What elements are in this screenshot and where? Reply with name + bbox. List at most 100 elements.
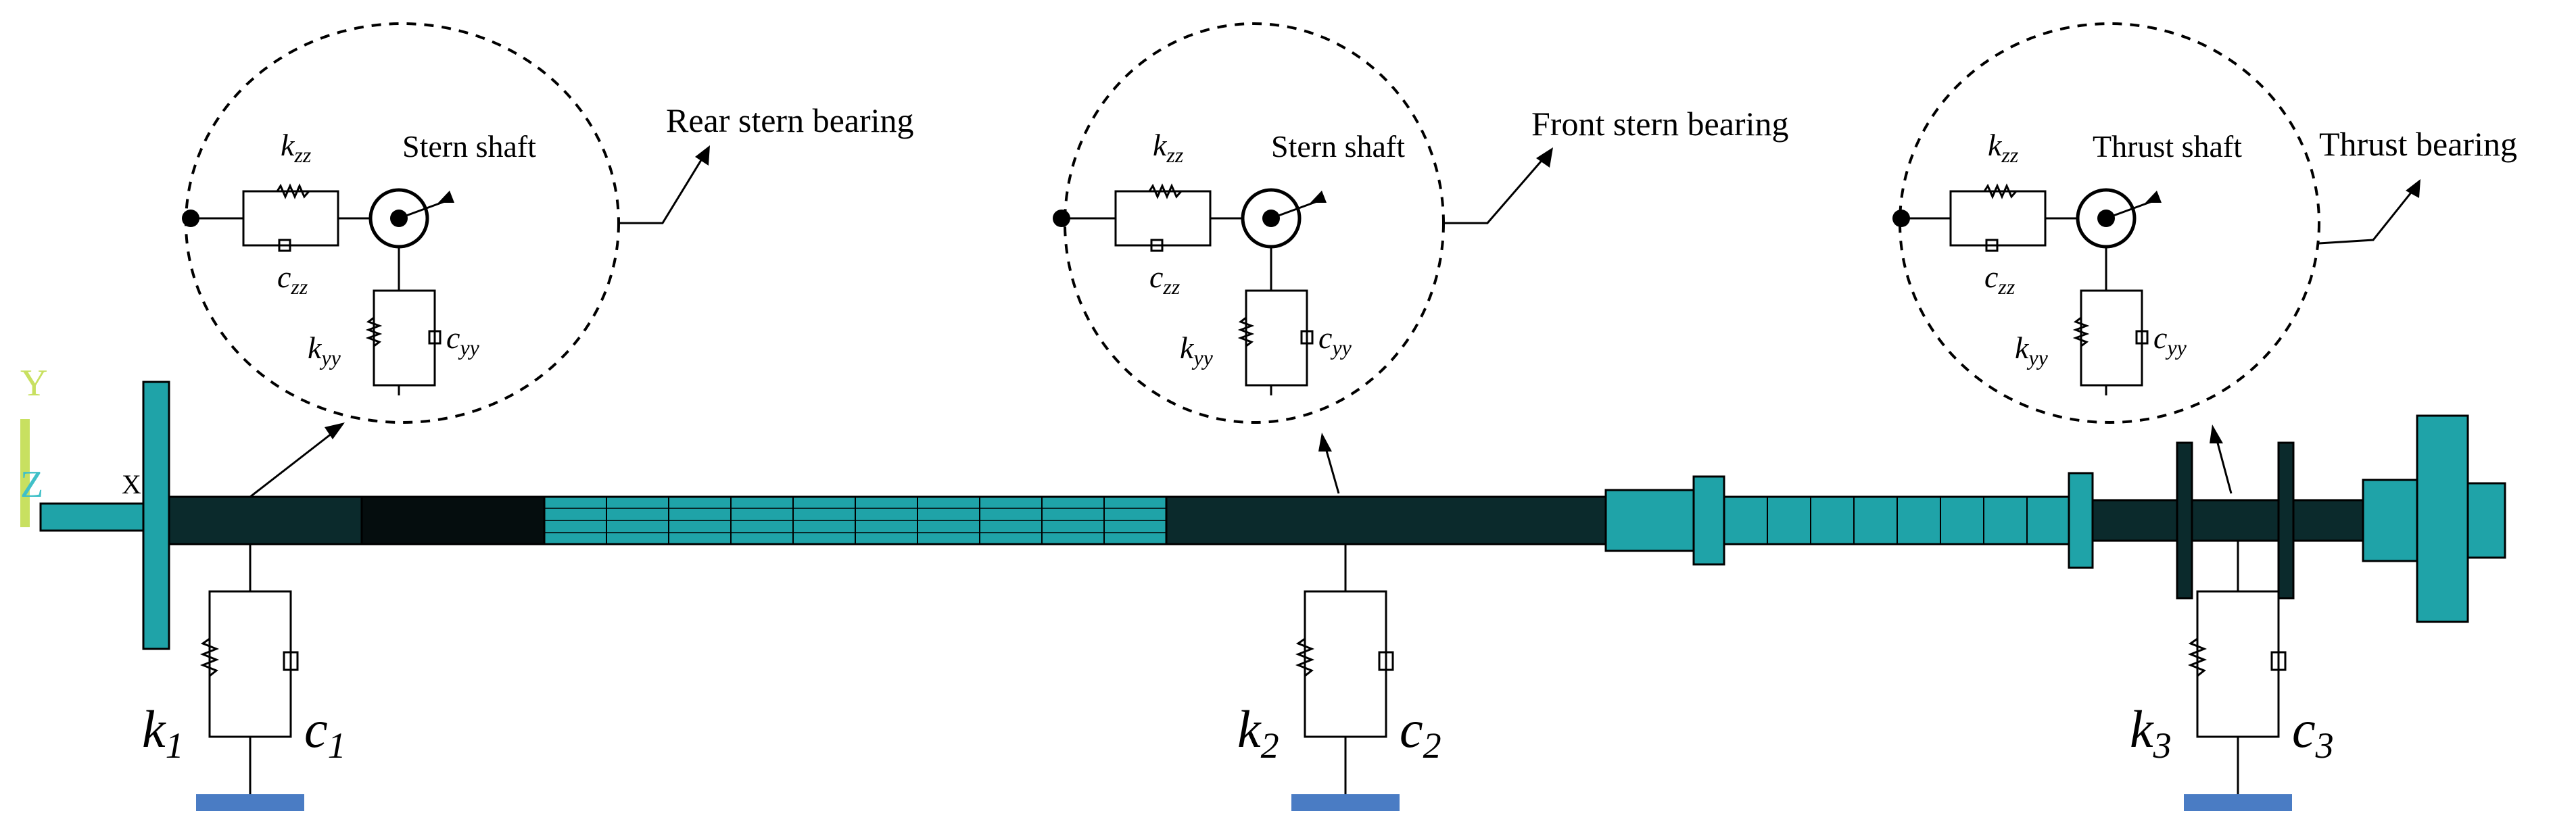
k-support-base: k [2130,700,2154,758]
shaft-label: Stern shaft [1271,129,1405,164]
svg-text:cyy: cyy [446,320,480,360]
c-support-sub: 1 [328,725,346,766]
support-spring-icon [1295,632,1315,686]
svg-text:kzz: kzz [1153,128,1184,167]
damper-zz-icon [1150,239,1164,252]
bearing-label: Front stern bearing [1531,105,1788,143]
svg-text:c2: c2 [1400,700,1441,766]
k-zz-sub: zz [2001,143,2018,167]
k-yy-sub: yy [1191,345,1213,370]
support-damper-icon [1378,651,1394,671]
svg-text:czz: czz [277,260,308,299]
triad-z-label: Z [20,464,43,506]
support-damper-icon [2270,651,2287,671]
svg-text:k1: k1 [142,700,184,766]
k-zz-base: k [1153,128,1168,162]
triad-x-label: X [122,469,141,500]
k-yy-base: k [2015,331,2030,365]
support-1: k1 c1 [142,544,346,811]
spring-zz-icon [270,183,316,199]
k-zz-base: k [1988,128,2003,162]
damper-yy-icon [428,330,442,345]
k-support-sub: 3 [2153,725,2172,766]
k-support-sub: 2 [1261,725,1279,766]
c-support-sub: 2 [1423,725,1441,766]
callout-circle-thrust [1899,22,2320,424]
c-zz-base: c [277,260,291,294]
k-support-base: k [142,700,166,758]
c-yy-base: c [1318,320,1332,355]
c-support-sub: 3 [2315,725,2334,766]
axis-triad: Y Z X [20,362,141,527]
c-yy-sub: yy [2165,335,2187,360]
c-zz-sub: zz [1997,274,2015,299]
support-2: k2 c2 [1237,544,1441,811]
k-yy-base: k [1180,331,1195,365]
spring-yy-icon [1237,311,1255,355]
thrust-flange-1 [2068,472,2094,569]
support-spring-icon [2187,632,2208,686]
shaft-front-dense-section [1165,495,1607,545]
thrust-collar-right [2277,441,2295,600]
ground-block [2184,794,2292,811]
callout-rear: kzz czz kyy cyy Stern shaft Rear stern b… [182,22,914,498]
c-zz-sub: zz [290,274,308,299]
spring-zz-icon [1143,183,1188,199]
shaft-tail-end [39,502,150,532]
svg-text:czz: czz [1149,260,1180,299]
svg-text:czz: czz [1984,260,2016,299]
k-support-sub: 1 [166,725,184,766]
propeller-disk [142,381,170,650]
callout-circle-front [1064,22,1445,424]
support-spring-icon [199,632,220,686]
c-zz-sub: zz [1162,274,1180,299]
coupling-flange [1604,489,1695,552]
k-support-base: k [1237,700,1262,758]
svg-text:kyy: kyy [308,331,341,370]
c-support-base: c [1400,700,1423,758]
callout-thrust: kzz czz kyy cyy Thrust shaft Thrust bear… [1892,22,2517,494]
k-zz-base: k [281,128,295,162]
svg-text:c3: c3 [2292,700,2334,766]
c-support-base: c [2292,700,2316,758]
svg-text:kyy: kyy [2015,331,2049,370]
svg-text:kzz: kzz [1988,128,2019,167]
shaft-label: Stern shaft [402,129,536,164]
c-zz-base: c [1984,260,1998,294]
damper-yy-icon [2135,330,2149,345]
spring-yy-icon [2072,311,2090,355]
ground-block [1291,794,1400,811]
k-zz-sub: zz [1166,143,1183,167]
shaft-rear-section [168,495,363,545]
spring-zz-icon [1978,183,2023,199]
k-zz-sub: zz [293,143,311,167]
c-yy-sub: yy [458,335,479,360]
k-yy-base: k [308,331,323,365]
coupling-rim [1692,475,1725,566]
k-yy-sub: yy [319,345,341,370]
callout-front: kzz czz kyy cyy Stern shaft Front stern … [1053,22,1788,494]
thrust-dense-section [2091,499,2364,542]
thrust-collar-left [2176,441,2193,600]
spring-yy-icon [365,311,383,355]
end-hub [2362,479,2418,562]
triad-y-label: Y [20,362,47,404]
c-yy-base: c [446,320,460,355]
c-yy-sub: yy [1330,335,1352,360]
svg-text:k2: k2 [1237,700,1279,766]
c-yy-base: c [2153,320,2167,355]
damper-yy-icon [1300,330,1314,345]
damper-zz-icon [278,239,291,252]
svg-text:kzz: kzz [281,128,312,167]
svg-text:cyy: cyy [2153,320,2187,360]
support-3: k3 c3 [2130,541,2334,811]
svg-text:cyy: cyy [1318,320,1352,360]
bearing-label: Thrust bearing [2319,125,2517,163]
end-stub [2466,482,2506,559]
svg-text:kyy: kyy [1180,331,1214,370]
bearing-label: Rear stern bearing [666,101,914,139]
support-damper-icon [283,651,299,671]
ground-block [196,794,304,811]
triad-y-arrow [20,419,30,527]
